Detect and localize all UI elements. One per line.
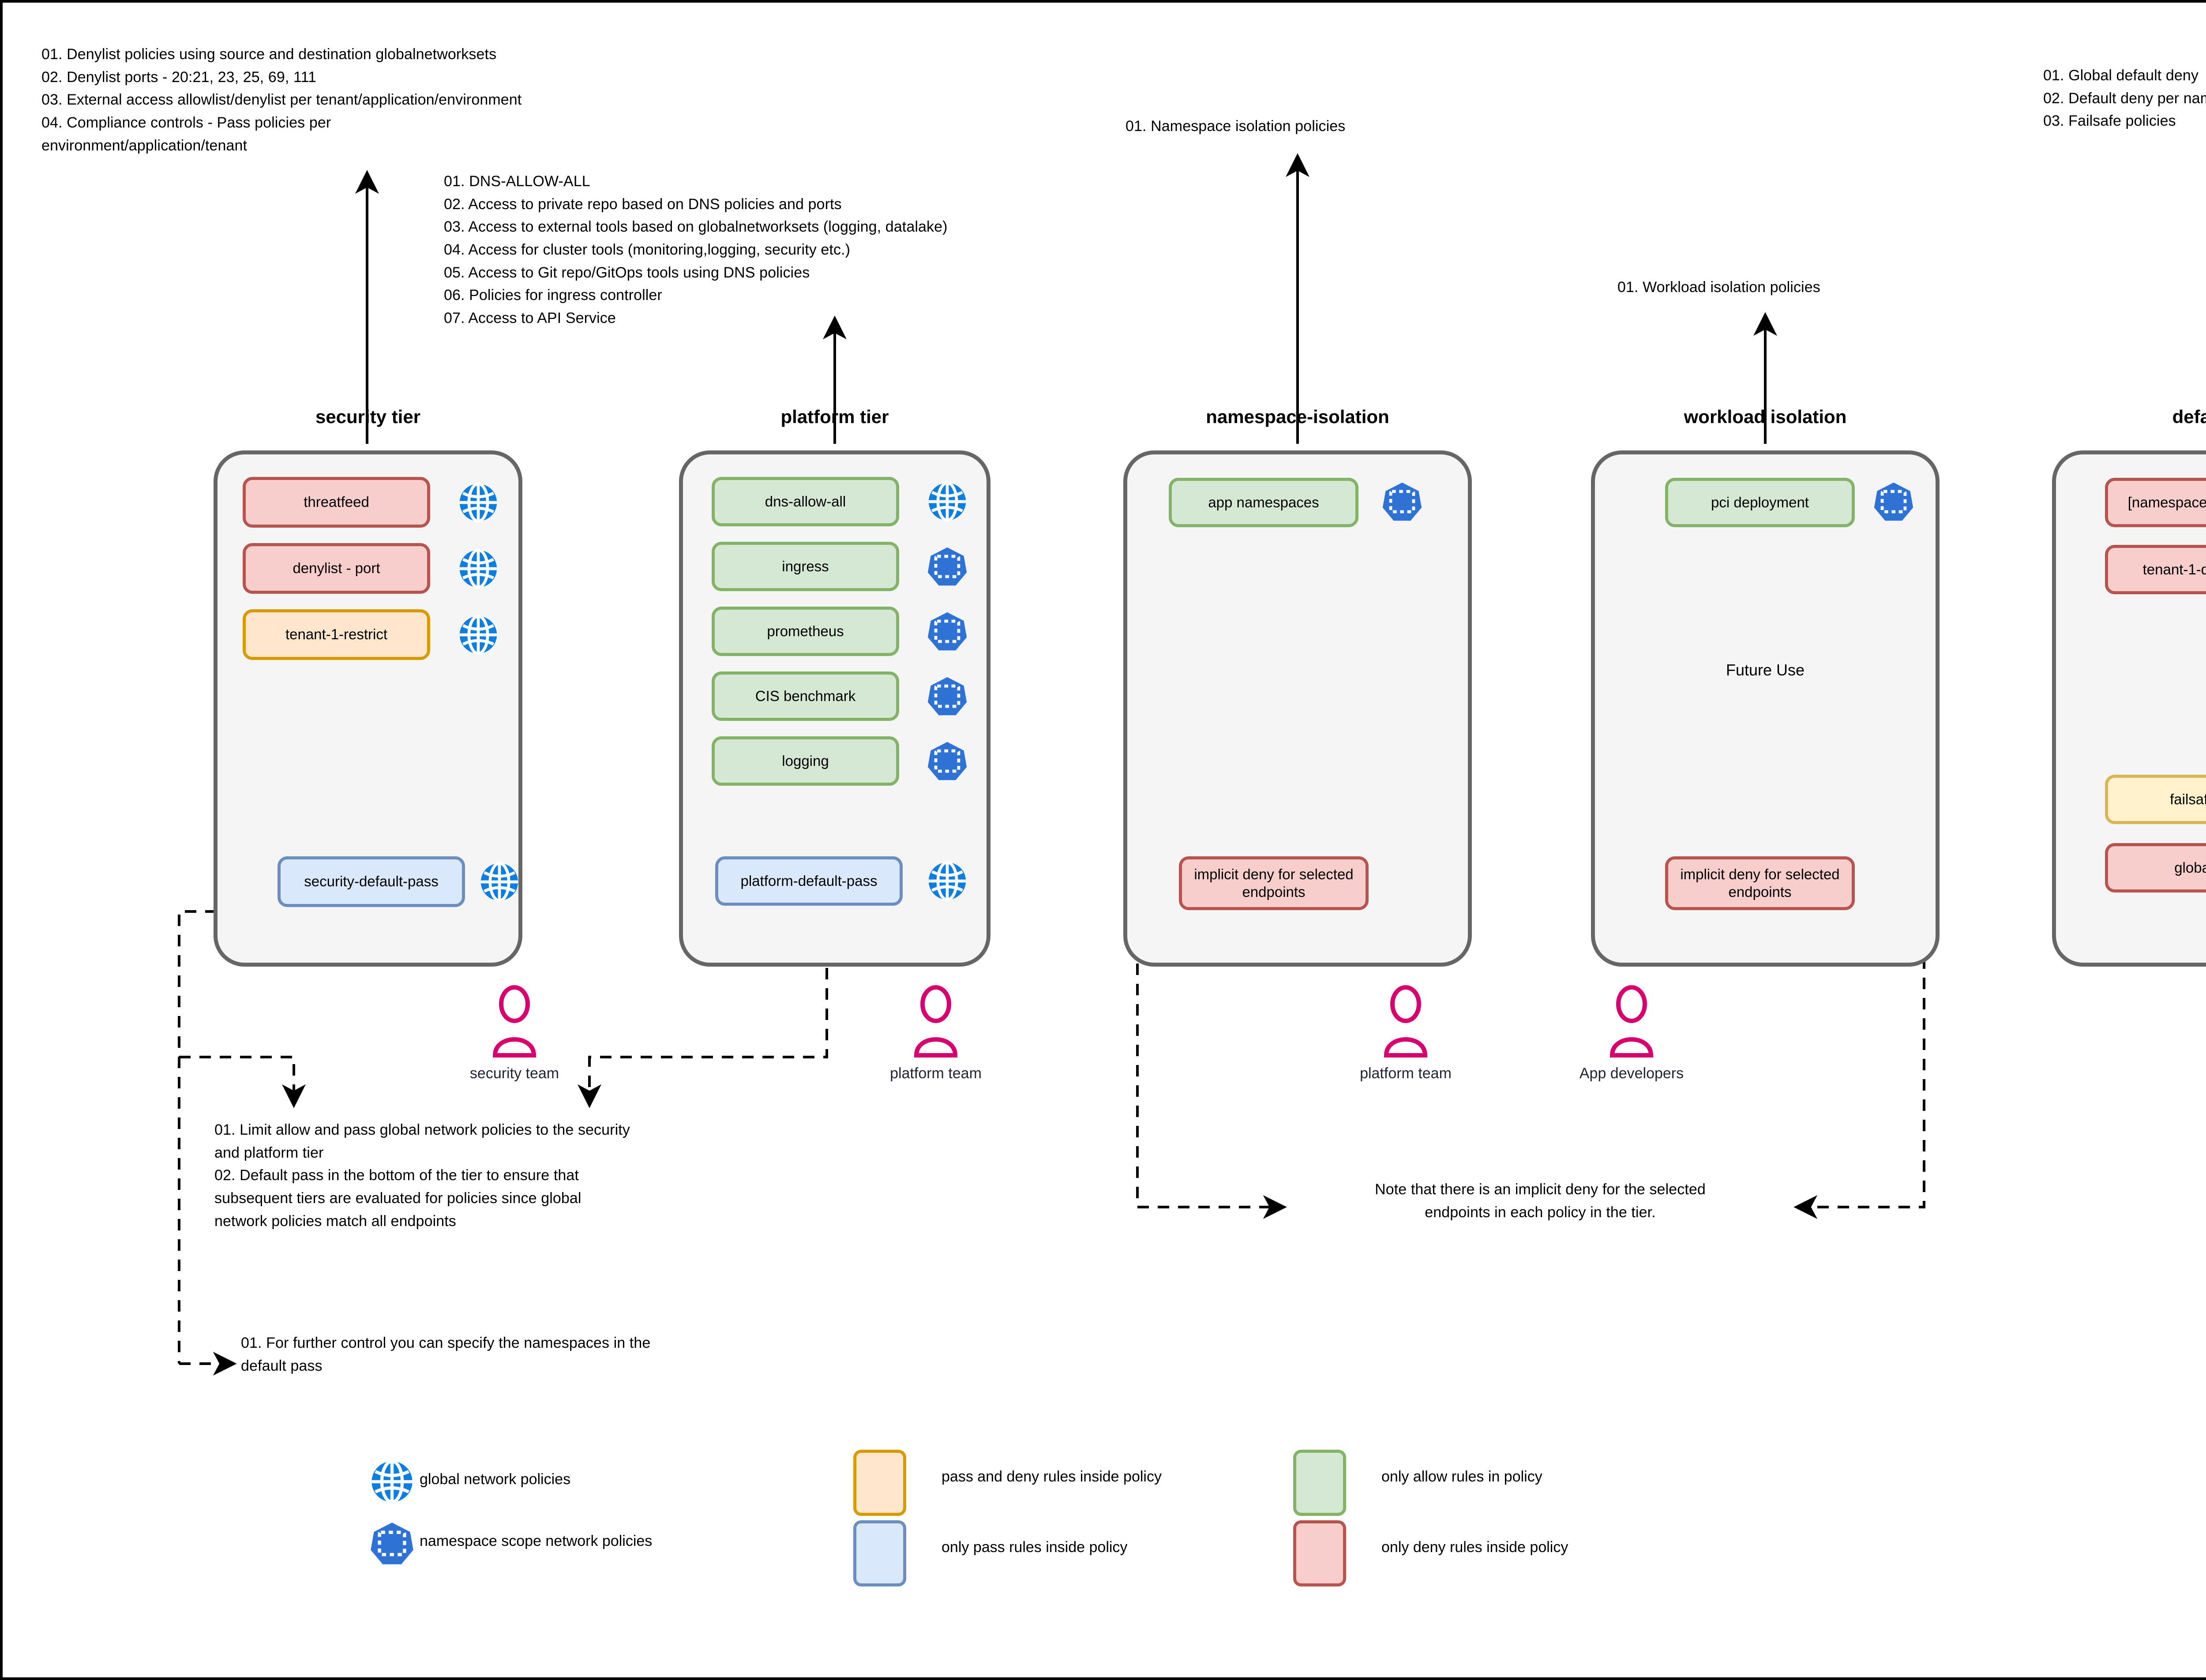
- actor-label: platform team: [1360, 1065, 1452, 1082]
- policy-app-namespaces[interactable]: app namespaces: [1169, 478, 1358, 527]
- workload-isolation-tier-group: workload isolation pci deployment Future…: [1591, 406, 1940, 969]
- legend-swatch-only-pass: [853, 1520, 906, 1586]
- default-tier-title: default tier: [2172, 406, 2206, 427]
- namespace-scope-policy-icon: [1382, 482, 1422, 521]
- legend-swatch-only-deny: [1293, 1520, 1346, 1586]
- legend-label-only-deny: only deny rules inside policy: [1381, 1539, 1568, 1556]
- namespace-isolation-tier-title: namespace-isolation: [1206, 406, 1389, 427]
- policy-implicit-deny-workload[interactable]: implicit deny for selected endpoints: [1665, 856, 1855, 910]
- policy-ingress[interactable]: ingress: [712, 542, 899, 591]
- actor-platform-team-1: platform team: [890, 985, 982, 1082]
- workload-isolation-annotation: 01. Workload isolation policies: [1617, 279, 1820, 296]
- policy-prometheus[interactable]: prometheus: [712, 607, 899, 656]
- namespace-isolation-tier-group: namespace-isolation app namespaces impli…: [1123, 406, 1472, 969]
- person-icon: [914, 985, 958, 1058]
- actor-label: security team: [469, 1065, 559, 1082]
- namespace-scope-policy-icon: [927, 742, 967, 780]
- namespace-scope-policy-icon: [927, 677, 967, 716]
- global-network-policy-icon: [459, 615, 497, 655]
- security-tier-group: security tier threatfeed denylist - port…: [214, 406, 522, 969]
- namespace-isolation-annotation: 01. Namespace isolation policies: [1126, 118, 1346, 135]
- global-network-policy-icon: [928, 481, 966, 522]
- policy-failsafe-allow[interactable]: failsafe-allow: [2105, 775, 2206, 824]
- security-tier-annotation: 01. Denylist policies using source and d…: [41, 46, 522, 154]
- person-icon: [492, 985, 536, 1058]
- policy-tenant-1-default-deny[interactable]: tenant-1-default-deny: [2105, 545, 2206, 594]
- global-network-policy-icon: [459, 548, 497, 589]
- policy-implicit-deny-namespace[interactable]: implicit deny for selected endpoints: [1179, 856, 1369, 910]
- policy-pci-deployment[interactable]: pci deployment: [1665, 478, 1855, 527]
- person-icon: [1609, 985, 1654, 1058]
- namespace-scope-policy-icon: [371, 1522, 413, 1564]
- policy-tenant-1-restrict[interactable]: tenant-1-restrict: [243, 609, 430, 660]
- legend-swatch-pass-and-deny: [853, 1450, 906, 1516]
- global-network-policy-icon: [371, 1459, 413, 1504]
- security-tier-title: security tier: [315, 406, 421, 427]
- actor-security-team-1: security team: [470, 985, 559, 1082]
- workload-isolation-tier-title: workload isolation: [1684, 406, 1847, 427]
- person-icon: [1384, 985, 1428, 1058]
- namespace-scope-policy-icon: [1874, 482, 1913, 521]
- policy-cis-benchmark[interactable]: CIS benchmark: [712, 671, 899, 721]
- global-network-policy-icon: [928, 861, 966, 901]
- platform-tier-annotation: 01. DNS-ALLOW-ALL 02. Access to private …: [444, 173, 948, 327]
- policy-platform-default-pass[interactable]: platform-default-pass: [715, 856, 903, 906]
- policy-global-deny[interactable]: global-deny: [2105, 843, 2206, 892]
- platform-tier-title: platform tier: [780, 406, 889, 427]
- policy-dns-allow-all[interactable]: dns-allow-all: [712, 477, 899, 526]
- default-tier-group: default tier [namespace]-default-deny te…: [2052, 406, 2206, 969]
- global-network-policy-icon: [480, 862, 518, 902]
- policy-denylist-port[interactable]: denylist - port: [243, 543, 430, 594]
- global-network-policy-icon: [459, 482, 497, 523]
- actor-app-developers: App developers: [1579, 985, 1684, 1082]
- legend-label-global-network-policies: global network policies: [420, 1471, 571, 1488]
- legend-label-only-pass: only pass rules inside policy: [942, 1539, 1128, 1556]
- namespace-scope-policy-icon: [927, 612, 967, 651]
- policy-security-default-pass[interactable]: security-default-pass: [278, 856, 465, 907]
- workload-isolation-body-text: Future Use: [1726, 661, 1805, 679]
- policy-threatfeed[interactable]: threatfeed: [243, 477, 430, 528]
- platform-tier-group: platform tier dns-allow-all ingress prom…: [679, 406, 990, 969]
- legend-label-namespace-scope-policies: namespace scope network policies: [420, 1533, 653, 1549]
- default-tier-annotation: 01. Global default deny 02. Default deny…: [2043, 67, 2206, 130]
- legend-label-pass-and-deny: pass and deny rules inside policy: [942, 1468, 1162, 1485]
- legend-swatch-only-allow: [1293, 1450, 1346, 1516]
- implicit-deny-annotation: Note that there is an implicit deny for …: [1375, 1181, 1706, 1221]
- actor-label: App developers: [1579, 1065, 1684, 1082]
- legend: global network policies namespace scope …: [3, 3, 2206, 1677]
- policy-logging[interactable]: logging: [712, 736, 899, 786]
- actor-label: platform team: [890, 1065, 982, 1082]
- policy-namespace-default-deny[interactable]: [namespace]-default-deny: [2105, 478, 2206, 527]
- namespace-scope-policy-icon: [927, 547, 967, 586]
- actor-platform-team-2: platform team: [1360, 985, 1452, 1082]
- legend-label-only-allow: only allow rules in policy: [1381, 1468, 1542, 1485]
